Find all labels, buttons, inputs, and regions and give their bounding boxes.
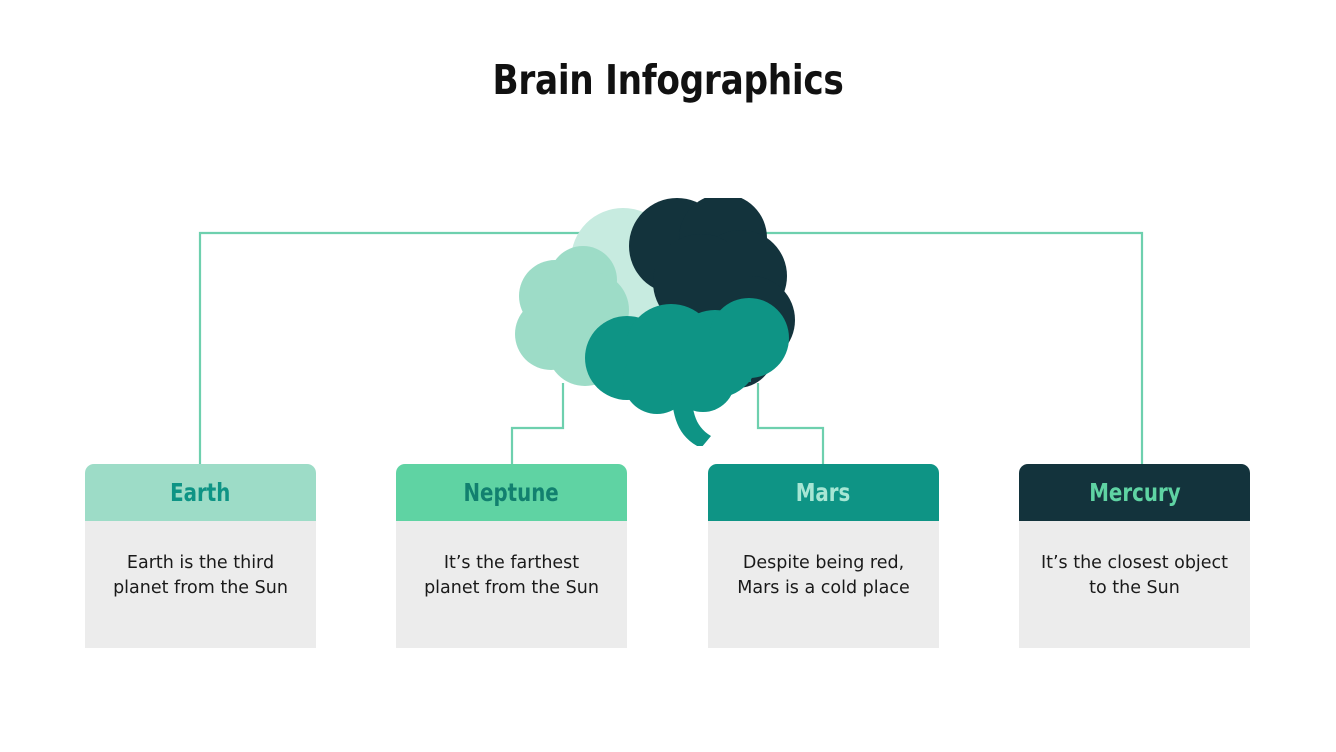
card-body-earth: Earth is the third planet from the Sun [85,521,316,648]
card-header-neptune: Neptune [396,464,627,521]
info-card-neptune: Neptune It’s the farthest planet from th… [396,464,627,648]
card-body-mars: Despite being red, Mars is a cold place [708,521,939,648]
info-card-mars: Mars Despite being red, Mars is a cold p… [708,464,939,648]
card-header-mercury: Mercury [1019,464,1250,521]
card-body-neptune: It’s the farthest planet from the Sun [396,521,627,648]
card-header-mars: Mars [708,464,939,521]
card-description-mars: Despite being red, Mars is a cold place [737,553,910,598]
brain-lobe-teal [585,298,789,446]
info-card-mercury: Mercury It’s the closest object to the S… [1019,464,1250,648]
card-title-mercury: Mercury [1088,478,1181,507]
card-title-neptune: Neptune [463,478,560,507]
card-description-mercury: It’s the closest object to the Sun [1040,553,1229,598]
card-description-earth: Earth is the third planet from the Sun [113,553,288,598]
page-title: Brain Infographics [492,56,844,104]
brain-illustration [515,198,795,446]
card-title-earth: Earth [170,478,231,507]
card-description-neptune: It’s the farthest planet from the Sun [424,553,599,598]
card-body-mercury: It’s the closest object to the Sun [1019,521,1250,648]
card-title-mars: Mars [796,478,851,507]
info-card-earth: Earth Earth is the third planet from the… [85,464,316,648]
card-header-earth: Earth [85,464,316,521]
